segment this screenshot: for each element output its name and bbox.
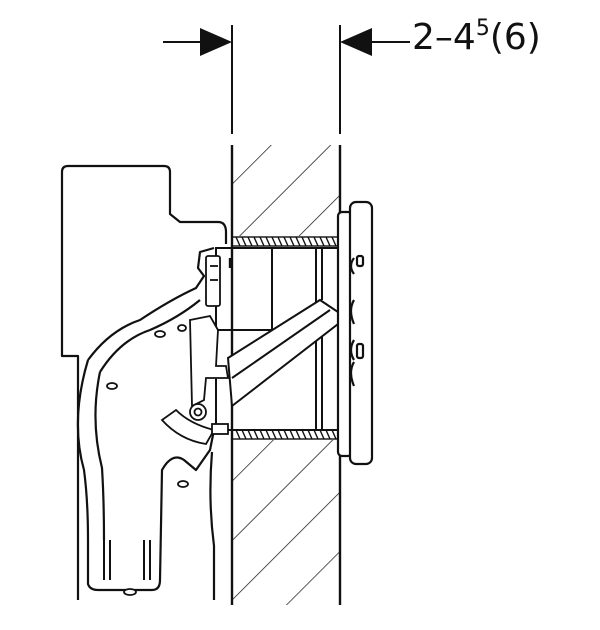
dimension-range-end: 4 [452,17,476,58]
dimension-alternative: (6) [489,17,541,58]
dim-arrowhead-left [200,28,232,56]
dimension-superscript: 5 [475,16,490,41]
dimension-dash: – [434,17,453,58]
dimension-arrows [163,25,410,134]
cistern-feet [103,540,151,580]
dimension-label: 2–45(6) [412,18,541,56]
dimension-range-start: 2 [412,17,435,58]
cistern-lugs [106,324,189,596]
cistern-body [60,164,228,600]
valve-mechanism [160,255,232,445]
flush-plate [336,200,374,466]
dim-arrowhead-right [340,28,372,56]
